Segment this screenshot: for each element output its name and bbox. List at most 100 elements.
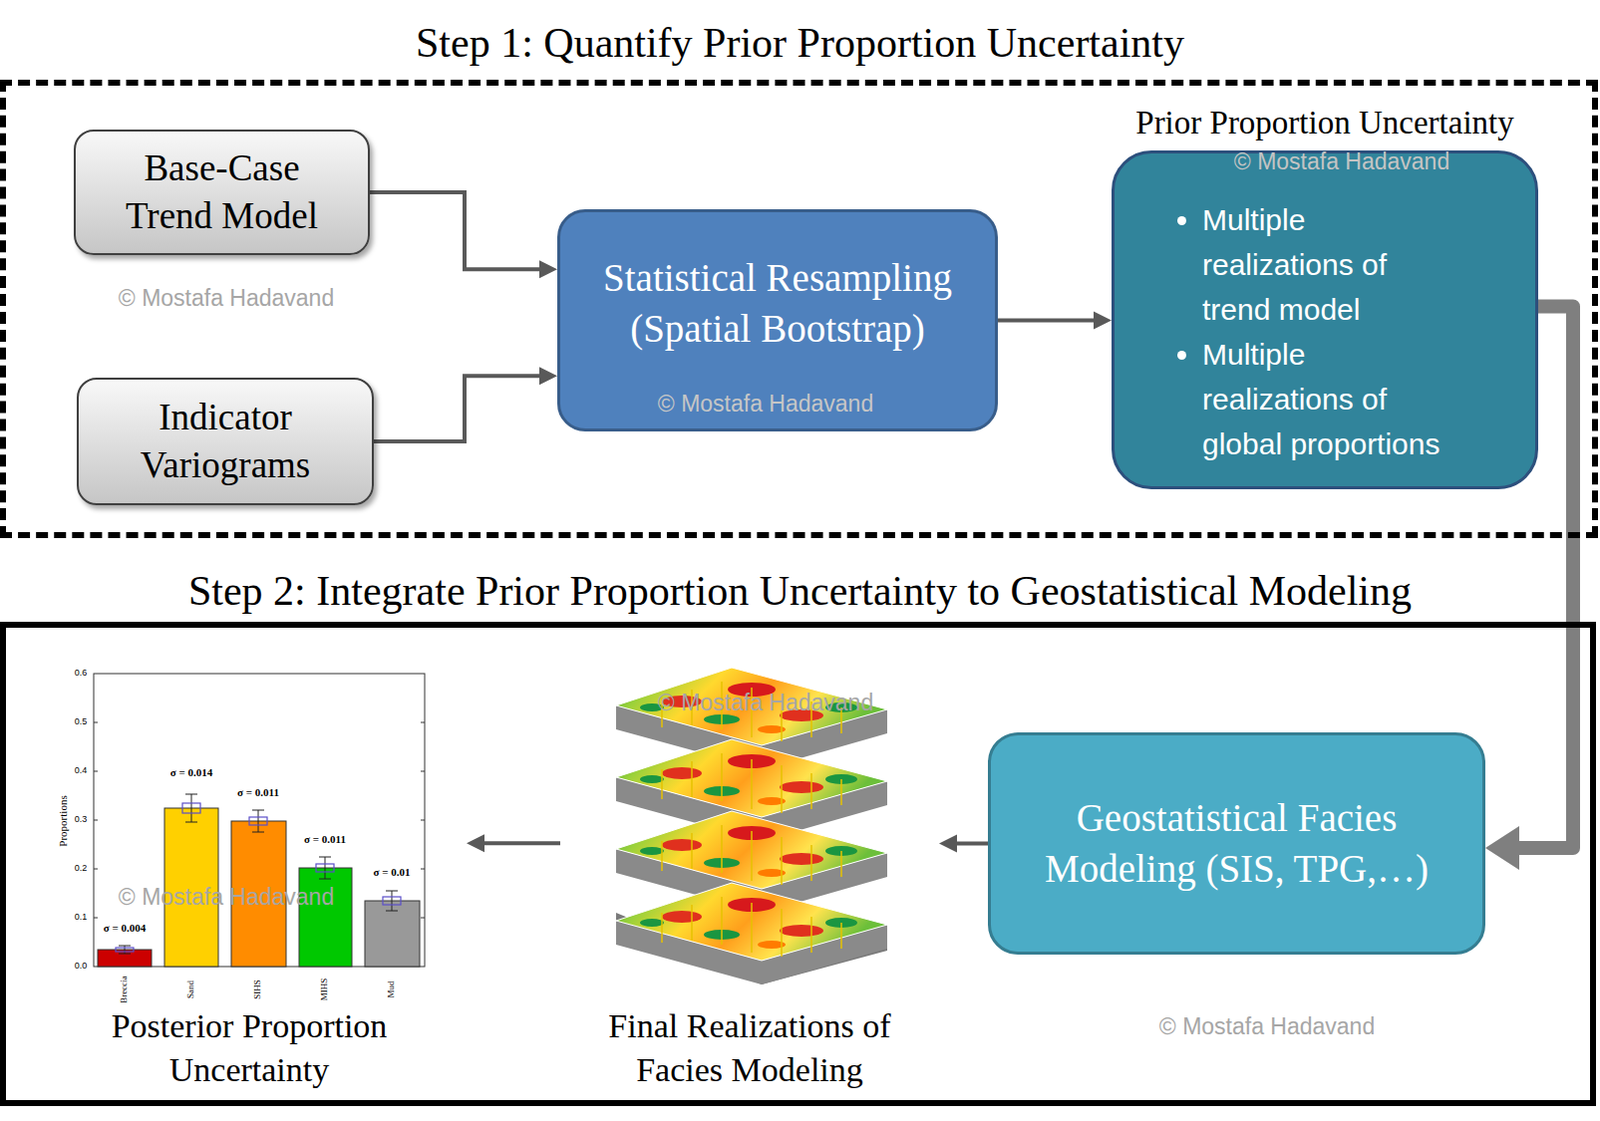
shape-line [93,918,98,920]
text-block: Posterior Proportion Uncertainty [39,1004,459,1093]
bar [364,901,420,967]
shape-line [191,794,193,823]
shape-line [185,794,198,796]
input-box: Indicator Variograms [76,377,374,506]
watermark: © Mostafa Hadavand [118,885,334,911]
shape-line [258,810,260,833]
connector-arrow [939,835,988,854]
shape-rect [249,817,268,826]
box-label: Indicator Variograms [102,393,348,490]
sigma-label: σ = 0.011 [304,833,346,846]
sigma-label: σ = 0.011 [237,786,280,799]
box-label: Base-Case Trend Model [99,144,344,241]
category-label: Sand [186,980,197,999]
shape-line [124,946,126,955]
axis-tick-label: 0.2 [74,864,88,875]
shape-line [185,822,198,824]
process-box: Statistical Resampling (Spatial Bootstra… [557,209,998,432]
connector-arrow [369,192,558,279]
shape-line [118,946,131,948]
axis-tick-label: 0.1 [74,913,88,924]
connector-line [369,192,543,270]
axis-tick-label: 0.3 [74,815,88,826]
connector-arrow [466,834,561,853]
realization-layer [616,883,888,985]
category-label: SIHS [253,979,264,1000]
output-box: Prior Proportion UncertaintyMultiple rea… [1111,150,1539,490]
bullet-list: Multiple realizations of trend modelMult… [1154,197,1454,467]
text-block: Geostatistical Facies Modeling (SIS, TPG… [1010,793,1463,895]
bar [299,868,352,967]
figure-caption: Posterior Proportion Uncertainty [39,1004,459,1093]
watermark: © Mostafa Hadavand [657,690,874,716]
shape-line [252,810,265,812]
arrow-head [466,834,485,853]
shape-line [319,879,331,881]
sigma-label: σ = 0.004 [103,922,147,935]
shape-rect [316,864,334,873]
axis-tick-label: 0.0 [74,961,88,972]
shape-line [252,832,265,834]
text-block: Base-Case Trend Model [99,144,344,241]
connector-line [373,375,543,442]
category-label: Mud [386,980,397,998]
connector-line [481,841,561,846]
box-heading: Prior Proportion Uncertainty [1135,103,1514,144]
arrow-head [539,366,558,385]
figure-caption: Final Realizations of Facies Modeling [580,1004,920,1093]
shape-line [319,857,331,859]
bullet-item: Multiple realizations of trend model [1202,197,1454,332]
shape-line [420,820,425,822]
input-box: Base-Case Trend Model [73,129,370,256]
step-panel: Step 2: Integrate Prior Proportion Uncer… [0,553,1600,1117]
bullet-item: Multiple realizations of global proporti… [1202,331,1454,467]
error-whiskers [118,794,398,955]
connector-arrow [997,312,1112,330]
connector-line [954,842,988,847]
process-box: Geostatistical Facies Modeling (SIS, TPG… [987,732,1486,956]
shape-line [93,771,98,773]
plot-frame [93,673,425,967]
shape-line [420,771,425,773]
step-title: Step 2: Integrate Prior Proportion Uncer… [0,566,1600,617]
quartile-boxes [115,803,401,953]
shape-line [93,869,98,871]
axis-tick-label: 0.5 [74,717,88,728]
sigma-label: σ = 0.01 [372,866,410,879]
figure-node: Final Realizations of Facies Modeling [580,667,920,1097]
category-label: MIHS [320,978,330,1002]
shape-rect [182,803,201,814]
figure-node: Posterior Proportion Uncertainty [39,667,459,1097]
bar [231,821,287,967]
text-block: Indicator Variograms [102,393,348,490]
shape-line [420,722,425,724]
arrow-head [1485,826,1520,871]
shape-line [324,857,326,880]
watermark: © Mostafa Hadavand [1159,1014,1375,1040]
shape-line [93,820,98,822]
shape-line [385,891,398,893]
shape-rect [382,897,401,906]
text-block: Final Realizations of Facies Modeling [580,1004,920,1093]
shape-line [93,722,98,724]
axis-tick-label: 0.4 [74,766,88,777]
shape-line [385,911,398,913]
step-panel: Step 1: Quantify Prior Proportion Uncert… [0,0,1600,544]
box-label: Statistical Resampling (Spatial Bootstra… [580,253,975,354]
arrow-head [1093,312,1112,330]
sigma-label: σ = 0.014 [170,766,214,779]
category-label: Breccia [119,975,130,1003]
shape-rect [115,948,134,953]
shape-line [420,918,425,920]
bar [164,808,219,967]
arrow-head [939,835,958,854]
shape-line [118,954,131,956]
step-title: Step 1: Quantify Prior Proportion Uncert… [0,17,1600,68]
axis-tick-label: 0.6 [74,668,88,679]
connector-arrow [373,366,558,442]
box-label: Geostatistical Facies Modeling (SIS, TPG… [1010,793,1463,895]
watermark: © Mostafa Hadavand [118,286,334,312]
shape-line [420,869,425,871]
shape-line [391,891,393,912]
